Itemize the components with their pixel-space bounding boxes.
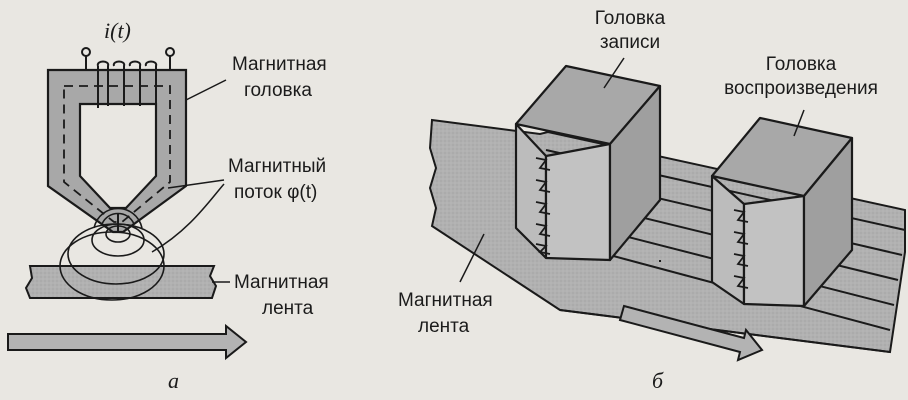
motion-arrow-a (7, 323, 248, 361)
magnetic-head-a (46, 68, 188, 234)
playback-head-b (710, 116, 854, 308)
caption-a: а (168, 368, 179, 393)
head-label-a-line2: головка (244, 80, 312, 101)
record-head-gaps (535, 157, 551, 255)
playback-head-label-line2: воспроизведения (724, 78, 878, 99)
current-label: i(t) (104, 18, 131, 43)
playback-head-gaps (733, 209, 749, 289)
tape-a (24, 265, 218, 299)
tape-label-b-line1: Магнитная (398, 290, 493, 311)
field-lines-a (59, 207, 165, 301)
panel-b (428, 57, 906, 362)
record-head-label-line2: записи (599, 32, 661, 53)
flux-path-a (63, 85, 171, 223)
tape-label-a-line2: лента (262, 298, 314, 319)
head-label-a-line1: Магнитная (232, 54, 327, 75)
caption-b: б (652, 368, 664, 393)
tape-label-b-line2: лента (418, 316, 470, 337)
panel-a (7, 47, 248, 361)
playback-head-label-line1: Головка (765, 54, 837, 75)
leaders-b (459, 57, 805, 283)
leaders-a (151, 79, 230, 283)
motion-arrow-b (618, 304, 764, 362)
flux-label-line1: Магнитный (228, 156, 327, 177)
flux-label-line2: поток φ(t) (234, 182, 318, 203)
coil-a (81, 47, 175, 108)
record-head-label-line1: Головка (594, 8, 666, 29)
tape-label-a-line1: Магнитная (234, 272, 329, 293)
